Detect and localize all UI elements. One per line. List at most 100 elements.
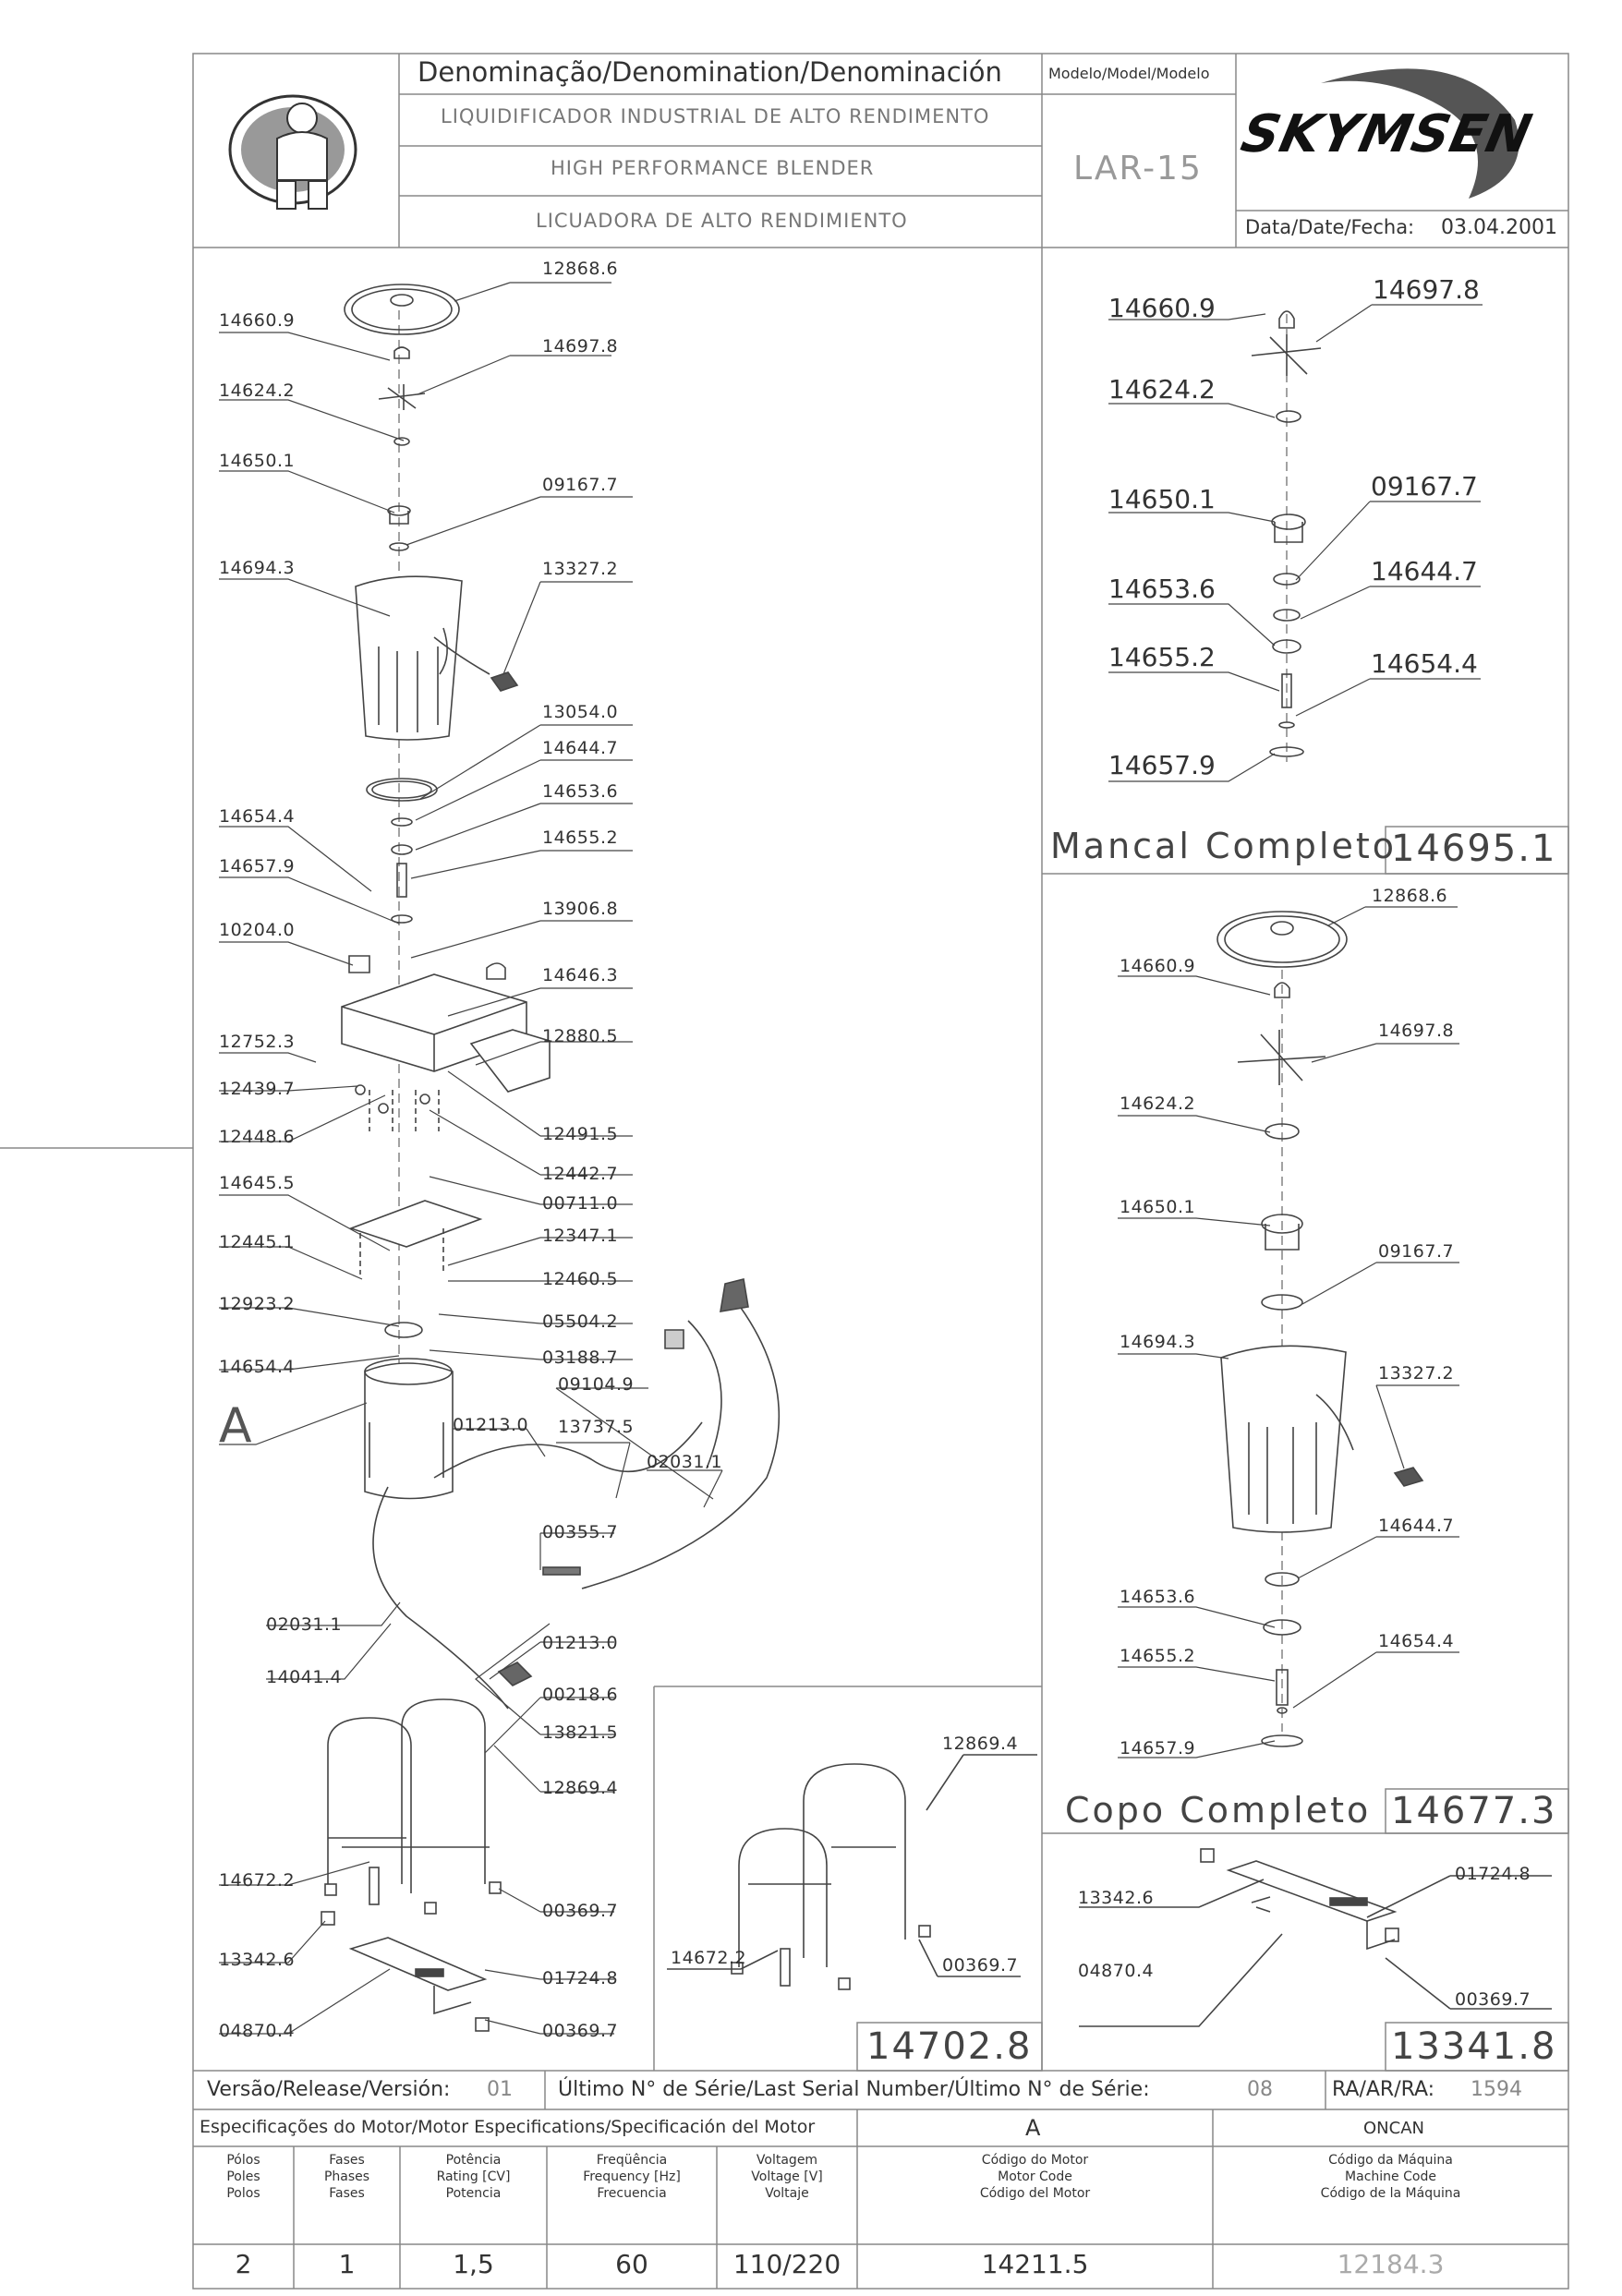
main-part-label: 13327.2 bbox=[542, 559, 619, 579]
motor-spec-label: Especificações do Motor/Motor Especifica… bbox=[200, 2117, 816, 2137]
main-part-label: 12439.7 bbox=[219, 1079, 296, 1099]
cup-part-label: 09167.7 bbox=[1378, 1241, 1455, 1262]
col-power: Potência Rating [CV] Potencia bbox=[436, 2153, 511, 2201]
main-exploded-view bbox=[321, 284, 781, 2032]
main-part-label: 14653.6 bbox=[542, 781, 619, 802]
stand-part-label: 14672.2 bbox=[671, 1948, 747, 1968]
col-voltage: Voltagem Voltage [V] Voltaje bbox=[751, 2153, 823, 2201]
phases-value: 1 bbox=[338, 2249, 356, 2279]
motor-maker: ONCAN bbox=[1363, 2119, 1424, 2138]
cup-part-label: 14624.2 bbox=[1120, 1094, 1196, 1114]
bearing-part-label: 14650.1 bbox=[1108, 484, 1216, 514]
bearing-title: Mancal Completo bbox=[1050, 826, 1397, 866]
col-phases: Fases Phases Fases bbox=[323, 2153, 370, 2201]
main-part-label: 14646.3 bbox=[542, 965, 619, 985]
main-part-label: 14654.4 bbox=[219, 806, 296, 827]
base-part-label: 00369.7 bbox=[1455, 1989, 1531, 2010]
bearing-code: 14695.1 bbox=[1391, 828, 1557, 870]
main-part-label: 00218.6 bbox=[542, 1685, 619, 1705]
bearing-part-label: 14660.9 bbox=[1108, 293, 1216, 323]
main-part-label: 14672.2 bbox=[219, 1870, 296, 1891]
main-part-label: 14694.3 bbox=[219, 558, 296, 578]
col-motor-code: Código do Motor Motor Code Código del Mo… bbox=[979, 2153, 1091, 2201]
main-part-label: 14660.9 bbox=[219, 310, 296, 331]
main-part-label: 04870.4 bbox=[219, 2021, 296, 2041]
cup-part-label: 14660.9 bbox=[1120, 956, 1196, 976]
main-part-label: 13054.0 bbox=[542, 702, 619, 722]
main-part-label: 12347.1 bbox=[542, 1226, 619, 1246]
bearing-part-label: 14697.8 bbox=[1373, 274, 1480, 305]
main-part-label: 01724.8 bbox=[542, 1968, 619, 1988]
version-value: 01 bbox=[487, 2078, 513, 2101]
motor-code-value: 14211.5 bbox=[981, 2249, 1089, 2279]
stamp-logo bbox=[228, 94, 357, 210]
voltage-value: 110/220 bbox=[732, 2249, 841, 2279]
main-part-label: 14650.1 bbox=[219, 451, 296, 471]
frequency-value: 60 bbox=[615, 2249, 648, 2279]
stand-code: 14702.8 bbox=[866, 2025, 1033, 2068]
version-label: Versão/Release/Versión: bbox=[207, 2078, 451, 2101]
poles-value: 2 bbox=[235, 2249, 252, 2279]
main-part-label: 10204.0 bbox=[219, 920, 296, 940]
serial-value: 08 bbox=[1247, 2078, 1273, 2101]
brand-logo: SKYMSEN bbox=[1236, 104, 1538, 164]
date-value: 03.04.2001 bbox=[1441, 216, 1557, 239]
base-code: 13341.8 bbox=[1391, 2025, 1557, 2068]
date-label: Data/Date/Fecha: bbox=[1245, 216, 1415, 238]
bearing-part-label: 14654.4 bbox=[1371, 648, 1478, 679]
motor-letter: A bbox=[1025, 2115, 1041, 2141]
main-part-label: 12445.1 bbox=[219, 1232, 296, 1252]
main-part-label: 14645.5 bbox=[219, 1173, 296, 1193]
ra-label: RA/AR/RA: bbox=[1332, 2078, 1435, 2101]
model-label: Modelo/Model/Modelo bbox=[1048, 65, 1210, 82]
bearing-part-label: 14653.6 bbox=[1108, 574, 1216, 604]
cup-part-label: 14650.1 bbox=[1120, 1197, 1196, 1217]
bearing-part-label: 14657.9 bbox=[1108, 750, 1216, 780]
model-number: LAR-15 bbox=[1073, 150, 1203, 187]
main-part-label: 13821.5 bbox=[542, 1722, 619, 1743]
serial-label: Último N° de Série/Last Serial Number/Úl… bbox=[558, 2078, 1150, 2101]
base-part-label: 13342.6 bbox=[1078, 1888, 1155, 1908]
cup-title: Copo Completo bbox=[1065, 1790, 1372, 1831]
stand-drawing bbox=[667, 1754, 1037, 1990]
main-part-label: 14657.9 bbox=[219, 856, 296, 876]
col-frequency: Freqüência Frequency [Hz] Frecuencia bbox=[583, 2153, 681, 2201]
main-part-label: 12868.6 bbox=[542, 259, 619, 279]
bearing-part-label: 14655.2 bbox=[1108, 642, 1216, 672]
main-part-label: 12442.7 bbox=[542, 1164, 619, 1184]
main-part-label: 00355.7 bbox=[542, 1522, 619, 1542]
main-part-label: 12448.6 bbox=[219, 1127, 296, 1147]
cup-part-label: 14655.2 bbox=[1120, 1646, 1196, 1666]
cup-drawing bbox=[1216, 911, 1424, 1747]
bearing-part-label: 14644.7 bbox=[1371, 556, 1478, 586]
main-part-label: 05504.2 bbox=[542, 1311, 619, 1332]
main-part-label: 12460.5 bbox=[542, 1269, 619, 1289]
main-part-label: 13737.5 bbox=[558, 1417, 635, 1437]
main-part-label: 00369.7 bbox=[542, 2021, 619, 2041]
main-part-label: 13342.6 bbox=[219, 1950, 296, 1970]
main-part-label: 01213.0 bbox=[453, 1415, 529, 1435]
main-part-label: 12869.4 bbox=[542, 1778, 619, 1798]
main-part-label: 12880.5 bbox=[542, 1026, 619, 1046]
cup-part-label: 12868.6 bbox=[1372, 886, 1448, 906]
bearing-part-label: 14624.2 bbox=[1108, 374, 1216, 405]
ra-value: 1594 bbox=[1471, 2078, 1522, 2101]
power-value: 1,5 bbox=[453, 2249, 494, 2279]
main-part-label: 09167.7 bbox=[542, 475, 619, 495]
main-part-label: 01213.0 bbox=[542, 1633, 619, 1653]
cup-code: 14677.3 bbox=[1391, 1790, 1557, 1832]
main-part-label: 13906.8 bbox=[542, 899, 619, 919]
col-poles: Pólos Poles Polos bbox=[226, 2153, 260, 2201]
base-part-label: 01724.8 bbox=[1455, 1864, 1531, 1884]
main-part-label: 14655.2 bbox=[542, 828, 619, 848]
product-name-en: HIGH PERFORMANCE BLENDER bbox=[551, 157, 875, 179]
col-machine-code: Código da Máquina Machine Code Código de… bbox=[1320, 2153, 1461, 2201]
main-part-label: 14697.8 bbox=[542, 336, 619, 356]
base-part-label: 04870.4 bbox=[1078, 1961, 1155, 1981]
brand-logo-swoosh bbox=[1321, 68, 1519, 199]
cup-part-label: 14657.9 bbox=[1120, 1738, 1196, 1758]
base-drawing bbox=[1079, 1848, 1552, 2027]
cup-part-label: 14654.4 bbox=[1378, 1631, 1455, 1651]
main-part-label: 12752.3 bbox=[219, 1032, 296, 1052]
main-part-label: 14654.4 bbox=[219, 1357, 296, 1377]
